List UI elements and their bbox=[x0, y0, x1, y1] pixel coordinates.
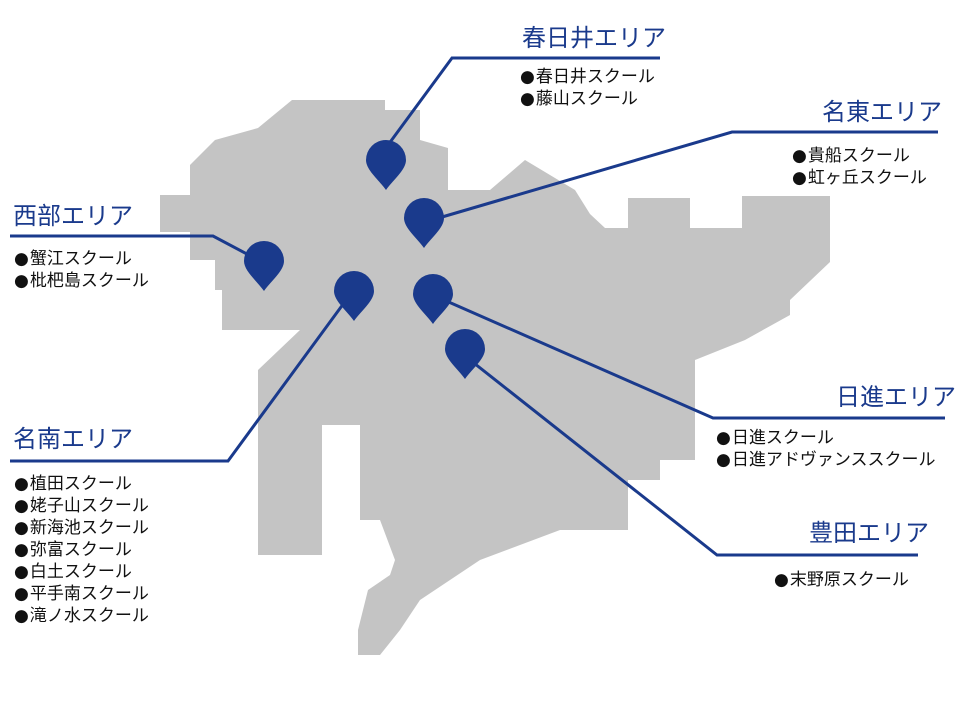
bullet-icon: ● bbox=[716, 450, 731, 470]
school-item: ●姥子山スクール bbox=[14, 496, 149, 516]
area-title-toyota: 豊田エリア bbox=[809, 519, 929, 547]
bullet-icon: ● bbox=[14, 584, 29, 604]
leader-line-nissin bbox=[434, 294, 945, 420]
school-item: ●虹ヶ丘スクール bbox=[792, 168, 927, 188]
bullet-icon: ● bbox=[792, 168, 807, 188]
bullet-icon: ● bbox=[792, 146, 807, 166]
leader-line-meito bbox=[424, 130, 938, 224]
school-list-kasugai: ●春日井スクール ●藤山スクール bbox=[520, 66, 655, 110]
school-item: ●貴船スクール bbox=[792, 146, 910, 166]
area-title-kasugai: 春日井エリア bbox=[522, 24, 666, 52]
location-pin-icon bbox=[413, 274, 453, 324]
bullet-icon: ● bbox=[716, 428, 731, 448]
school-item: ●蟹江スクール bbox=[14, 249, 132, 269]
location-pin-icon bbox=[334, 271, 374, 321]
bullet-icon: ● bbox=[14, 474, 29, 494]
bullet-icon: ● bbox=[14, 606, 29, 626]
location-pin-icon bbox=[445, 329, 485, 379]
bullet-icon: ● bbox=[774, 570, 789, 590]
location-pin-icon bbox=[404, 198, 444, 248]
school-item: ●白土スクール bbox=[14, 562, 132, 582]
bullet-icon: ● bbox=[14, 562, 29, 582]
area-title-nissin: 日進エリア bbox=[836, 383, 956, 411]
leader-line-kasugai bbox=[386, 56, 660, 146]
bullet-icon: ● bbox=[14, 271, 29, 291]
school-item: ●末野原スクール bbox=[774, 570, 909, 590]
area-title-meito: 名東エリア bbox=[822, 98, 942, 126]
area-title-seibu: 西部エリア bbox=[13, 202, 133, 230]
school-item: ●藤山スクール bbox=[520, 89, 638, 109]
school-list-seibu: ●蟹江スクール ●枇杷島スクール bbox=[14, 248, 149, 292]
school-item: ●新海池スクール bbox=[14, 518, 149, 538]
leader-line-meinan bbox=[10, 291, 354, 463]
school-item: ●春日井スクール bbox=[520, 67, 655, 87]
school-item: ●日進アドヴァンススクール bbox=[716, 450, 936, 470]
bullet-icon: ● bbox=[520, 67, 535, 87]
school-list-toyota: ●末野原スクール bbox=[774, 569, 909, 591]
school-list-meinan: ●植田スクール ●姥子山スクール ●新海池スクール ●弥富スクール ●白土スクー… bbox=[14, 473, 149, 627]
bullet-icon: ● bbox=[14, 540, 29, 560]
school-item: ●植田スクール bbox=[14, 474, 132, 494]
school-item: ●日進スクール bbox=[716, 428, 834, 448]
leader-lines bbox=[10, 56, 945, 557]
bullet-icon: ● bbox=[14, 249, 29, 269]
school-item: ●枇杷島スクール bbox=[14, 271, 149, 291]
bullet-icon: ● bbox=[14, 496, 29, 516]
location-pin-icon bbox=[366, 140, 406, 190]
school-item: ●平手南スクール bbox=[14, 584, 149, 604]
school-list-nissin: ●日進スクール ●日進アドヴァンススクール bbox=[716, 427, 936, 471]
bullet-icon: ● bbox=[520, 89, 535, 109]
bullet-icon: ● bbox=[14, 518, 29, 538]
location-pins bbox=[244, 140, 485, 379]
leader-line-toyota bbox=[464, 354, 918, 557]
area-title-meinan: 名南エリア bbox=[13, 425, 133, 453]
region-map-shape bbox=[160, 100, 830, 655]
school-list-meito: ●貴船スクール ●虹ヶ丘スクール bbox=[792, 145, 927, 189]
school-item: ●滝ノ水スクール bbox=[14, 606, 149, 626]
location-pin-icon bbox=[244, 241, 284, 291]
school-item: ●弥富スクール bbox=[14, 540, 132, 560]
